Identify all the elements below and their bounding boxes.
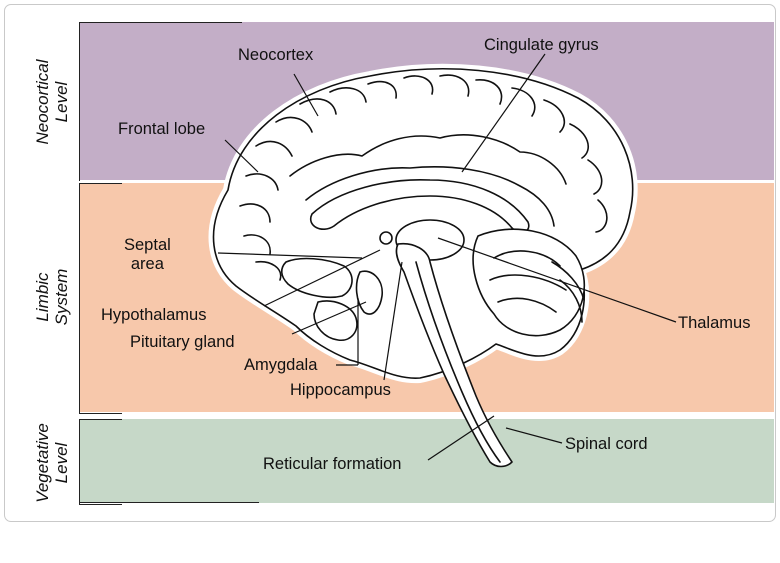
label-reticular-formation: Reticular formation [263,455,401,474]
label-thalamus: Thalamus [678,314,750,333]
brain-illustration [0,0,780,525]
label-spinal-cord: Spinal cord [565,435,648,454]
label-cingulate-gyrus: Cingulate gyrus [484,36,599,55]
label-hypothalamus: Hypothalamus [101,306,206,325]
septal-area-line1: Septal [124,236,171,255]
label-frontal-lobe: Frontal lobe [118,120,205,139]
label-amygdala: Amygdala [244,356,317,375]
label-pituitary-gland: Pituitary gland [130,333,235,352]
label-septal-area: Septal area [124,236,171,274]
label-neocortex: Neocortex [238,46,313,65]
septal-area-line2: area [124,255,171,274]
label-hippocampus: Hippocampus [290,381,391,400]
